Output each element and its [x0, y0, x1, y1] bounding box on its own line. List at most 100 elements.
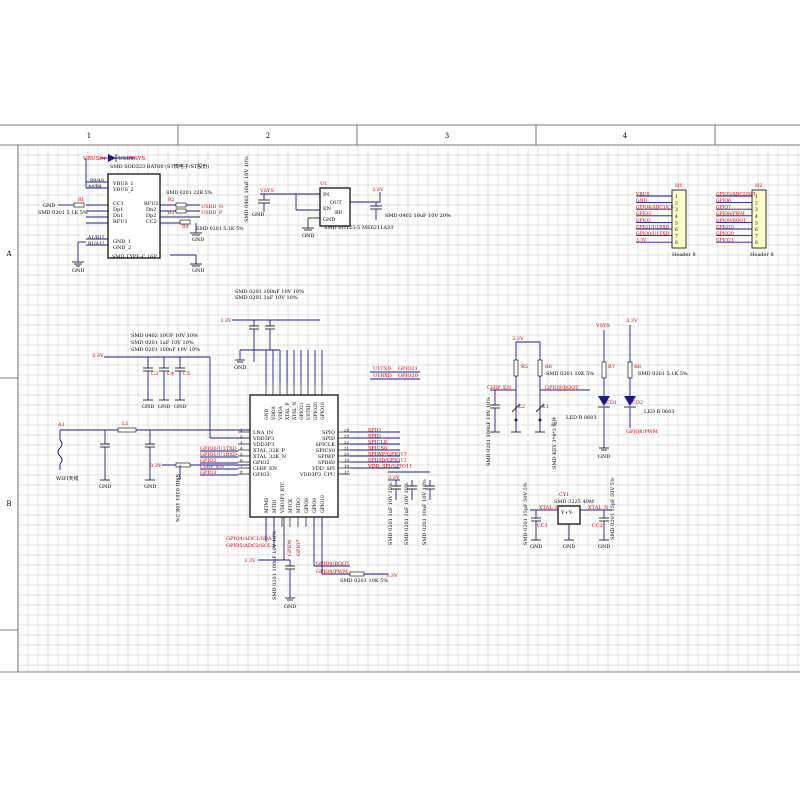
mcu-top-pin: U0TXD: [306, 403, 312, 420]
header-pin-number: 5: [755, 220, 758, 226]
header-net-label: GPIO0/U1TXD: [636, 231, 669, 237]
mcu-top-pin: GPIO21: [299, 402, 305, 420]
usbd-p-label: USBD_P: [201, 210, 223, 216]
header-net-label: GPIO21: [716, 238, 734, 244]
l1-ref: L1: [122, 421, 129, 427]
mcu-right-pin: SPIQ: [322, 430, 335, 436]
usb-typec-section: VBUS USB1 VSYS D1 SMD SOD323 BAT60 (ST微电…: [38, 154, 244, 274]
usbd-n-label: USBD_N: [201, 204, 224, 210]
col-number-2: 2: [266, 132, 270, 140]
right-cap-desc: SMD 0201 1uF 10V 10%: [404, 482, 410, 545]
col-number-1: 1: [87, 132, 91, 140]
key-k2-ref: K2: [518, 404, 525, 410]
mcu-left-net: GPIO0/U1TXD: [200, 446, 237, 452]
header-net-label: GND: [636, 198, 648, 204]
net-3v3-right: 3.3V: [388, 475, 400, 481]
gnd-label-cc1: GND: [43, 203, 55, 209]
net-gpio8-pwm-led: GPIO8/PWM: [626, 429, 658, 435]
mcu-left-pin: CHIP_EN: [253, 466, 278, 472]
header-h1-ref: H1: [675, 183, 683, 189]
net-gpio9-boot-reset: GPIO9/BOOT: [545, 385, 579, 391]
net-gpio7: GPIO7: [296, 539, 302, 556]
header-net-label: GPIO20: [716, 231, 734, 237]
cc2-resistor: [179, 219, 191, 225]
boot-resistor: [349, 571, 365, 577]
usb-desc: SMD TYPE-C 16P: [112, 254, 157, 260]
row-letter-a: A: [5, 250, 12, 258]
usb-pin-rfu2: RFU2: [144, 201, 159, 207]
mcu-right-net: SPIQ: [368, 428, 381, 434]
net-3v3-reset: 3.3V: [512, 336, 524, 342]
mcu-bottom-pin: GPIO9: [312, 498, 318, 513]
mcu-top-pin: XTAL_P: [285, 403, 291, 420]
led2-desc: LED B 0603: [644, 409, 675, 415]
net-3v3-left: 3.3V: [92, 353, 104, 359]
gnd-label-mcu-bottom: GND: [284, 604, 296, 610]
mcu-left-pin: GPIO2: [253, 460, 270, 466]
net-3v3-ldo: 3.3V: [372, 187, 384, 193]
mcu-bottom-pin: VDD3P3_RTC: [280, 481, 286, 514]
mcu-body: [249, 394, 339, 518]
net-3v3-boot: 3.3V: [386, 573, 398, 579]
led2-symbol: [624, 396, 636, 406]
dn-resistor: [175, 202, 187, 208]
reset-res-desc: SMD 0201 10K 5%: [546, 371, 594, 377]
antenna-ref: A1: [57, 422, 65, 428]
net-3v3-chipen: 3.3V: [150, 463, 162, 469]
mcu-left-pin: VDD3P3: [252, 442, 274, 448]
dp-res-ref: R3: [168, 210, 174, 216]
mcu-pin-number: 22: [344, 440, 350, 445]
mcu-left-cap1-desc: SMD 0402 10UF 10V 10%: [131, 333, 198, 339]
led1-desc: LED R 0603: [566, 415, 597, 421]
mcu-pin-number: 19: [344, 458, 350, 463]
r7-ref: R7: [608, 364, 615, 370]
led-res-desc: SMD 0201 5.1K 5%: [638, 371, 688, 377]
mcu-bottom-pin: MTMS: [264, 498, 270, 513]
dp-res-desc: SMD 0201 22R 5%: [166, 190, 213, 196]
ldo-ref: U1: [320, 181, 327, 187]
header-pin-number: 6: [755, 227, 758, 233]
net-u1txd: U1TXD: [373, 366, 391, 372]
mcu-pin-number: 2: [240, 434, 243, 439]
crystal-desc: SMD 3225 40M: [554, 499, 594, 505]
mcu-bottom-pin: GPIO8: [304, 498, 310, 513]
mcu-left-pin: XTAL_32K_P: [253, 448, 286, 454]
header-net-label: GPIO9/BOOT: [716, 218, 746, 224]
reset-boot-section: 3.3V R5 R6 SMD 0201 10K 5% CHIP_EN GPIO9…: [486, 336, 594, 469]
header-pin-number: 1: [675, 194, 678, 200]
ldo-section: U1 IN OUT EN GND BP SMD SOT23-5 ME6211A3…: [244, 156, 451, 239]
usb-ref: USB1: [118, 156, 134, 162]
cc2-res-ref: R4: [182, 224, 188, 230]
mcu-pin-number: 3: [240, 440, 243, 445]
mcu-top-pin: GPIO19: [320, 402, 326, 420]
usb-pin-dp2: Dp2: [146, 213, 156, 219]
header-pin-number: 6: [675, 227, 678, 233]
header-net-label: GPIO10: [716, 224, 734, 230]
mcu-pin-number: 18: [344, 464, 350, 469]
gnd-label-xtal1: GND: [530, 544, 542, 550]
key-k1-ref: K1: [542, 404, 549, 410]
left-cap-ref: C3: [151, 371, 158, 377]
mcu-pin-number: 6: [240, 458, 243, 463]
gnd-label-ldo: GND: [302, 233, 314, 239]
header-pin-number: 4: [675, 214, 678, 220]
chip-en-res-desc: SMD 0201 10K 5%: [174, 474, 180, 522]
mcu-right-pin: SPIHD: [318, 460, 335, 466]
header-net-label: GPIO2: [636, 218, 651, 224]
header-pin-number: 3: [675, 207, 678, 213]
mcu-left-pin: XTAL_32K_N: [253, 454, 287, 460]
mcu-top-pin: VDDA: [278, 406, 284, 421]
mcu-pin-number: 5: [240, 452, 243, 457]
led-section: VSYS 3.3V R7 R8 SMD 0201 5.1K 5% CD1 CD2…: [566, 318, 688, 460]
crystal-cap1-desc: SMD 0201 15pF 50V 5%: [523, 482, 529, 545]
crystal-symbol-text: Y+Y-: [560, 510, 573, 516]
right-cap-desc: SMD 0201 1uF 10V 10%: [388, 482, 394, 545]
col-number-4: 4: [623, 132, 628, 140]
usb-pin-cc1: CC1: [113, 201, 124, 207]
usb-pin-gnd1: GND_1: [113, 239, 131, 245]
mcu-left-net: GPIO1/U1RXD: [200, 452, 237, 458]
left-cap-ref: C4: [167, 371, 174, 377]
mcu-right-net: VDD_SPI/GPIO11: [367, 464, 412, 470]
mcu-pin-number: 20: [344, 452, 350, 457]
net-gpio20: GPIO20: [398, 373, 418, 379]
